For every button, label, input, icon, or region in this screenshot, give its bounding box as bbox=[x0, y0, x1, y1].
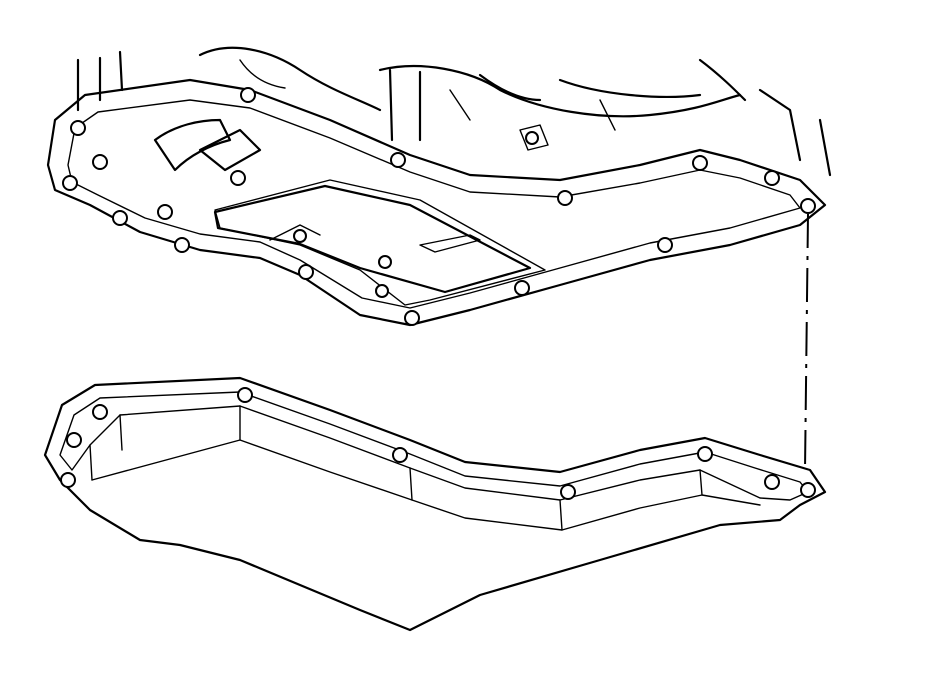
pan-bolt-holes bbox=[60, 387, 816, 500]
case-bolt-holes bbox=[62, 87, 816, 326]
valve-body bbox=[153, 118, 549, 298]
case-flange bbox=[46, 78, 827, 327]
alignment-line bbox=[804, 213, 809, 471]
transmission-case bbox=[76, 46, 832, 177]
oil-pan bbox=[43, 376, 827, 632]
